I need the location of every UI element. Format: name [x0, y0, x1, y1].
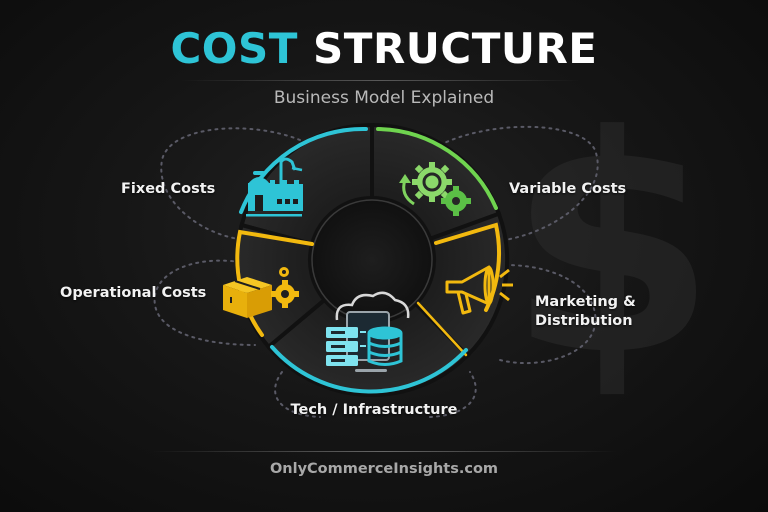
- box-gear-icon: [223, 267, 299, 318]
- label-marketing-distribution: Marketing & Distribution: [535, 293, 636, 331]
- footer-website: OnlyCommerceInsights.com: [269, 461, 499, 477]
- gears-cycle-icon: [399, 162, 471, 216]
- svg-text:$: $: [508, 72, 717, 421]
- label-fixed-costs: Fixed Costs: [121, 181, 216, 197]
- label-operational-costs: Operational Costs: [60, 285, 207, 301]
- ring-center-hole: [311, 199, 433, 321]
- label-marketing-line2: Distribution: [535, 313, 633, 329]
- segment-marketing-distribution[interactable]: [412, 211, 510, 359]
- label-variable-costs: Variable Costs: [509, 181, 627, 197]
- dotted-connectors: [153, 125, 599, 418]
- cloud-server-database-icon: [326, 291, 410, 372]
- label-marketing-line1: Marketing &: [535, 294, 636, 310]
- page-title: COST STRUCTURE: [0, 24, 768, 74]
- megaphone-icon: [445, 265, 513, 315]
- factory-icon: [246, 157, 303, 217]
- footer-divider: [150, 451, 618, 452]
- dollar-sign-icon: $: [508, 72, 717, 421]
- title-rest: STRUCTURE: [313, 24, 598, 73]
- label-tech-infrastructure: Tech / Infrastructure: [290, 402, 458, 418]
- page-subtitle: Business Model Explained: [273, 88, 495, 108]
- title-accent: COST: [170, 24, 298, 73]
- title-divider: [180, 80, 580, 81]
